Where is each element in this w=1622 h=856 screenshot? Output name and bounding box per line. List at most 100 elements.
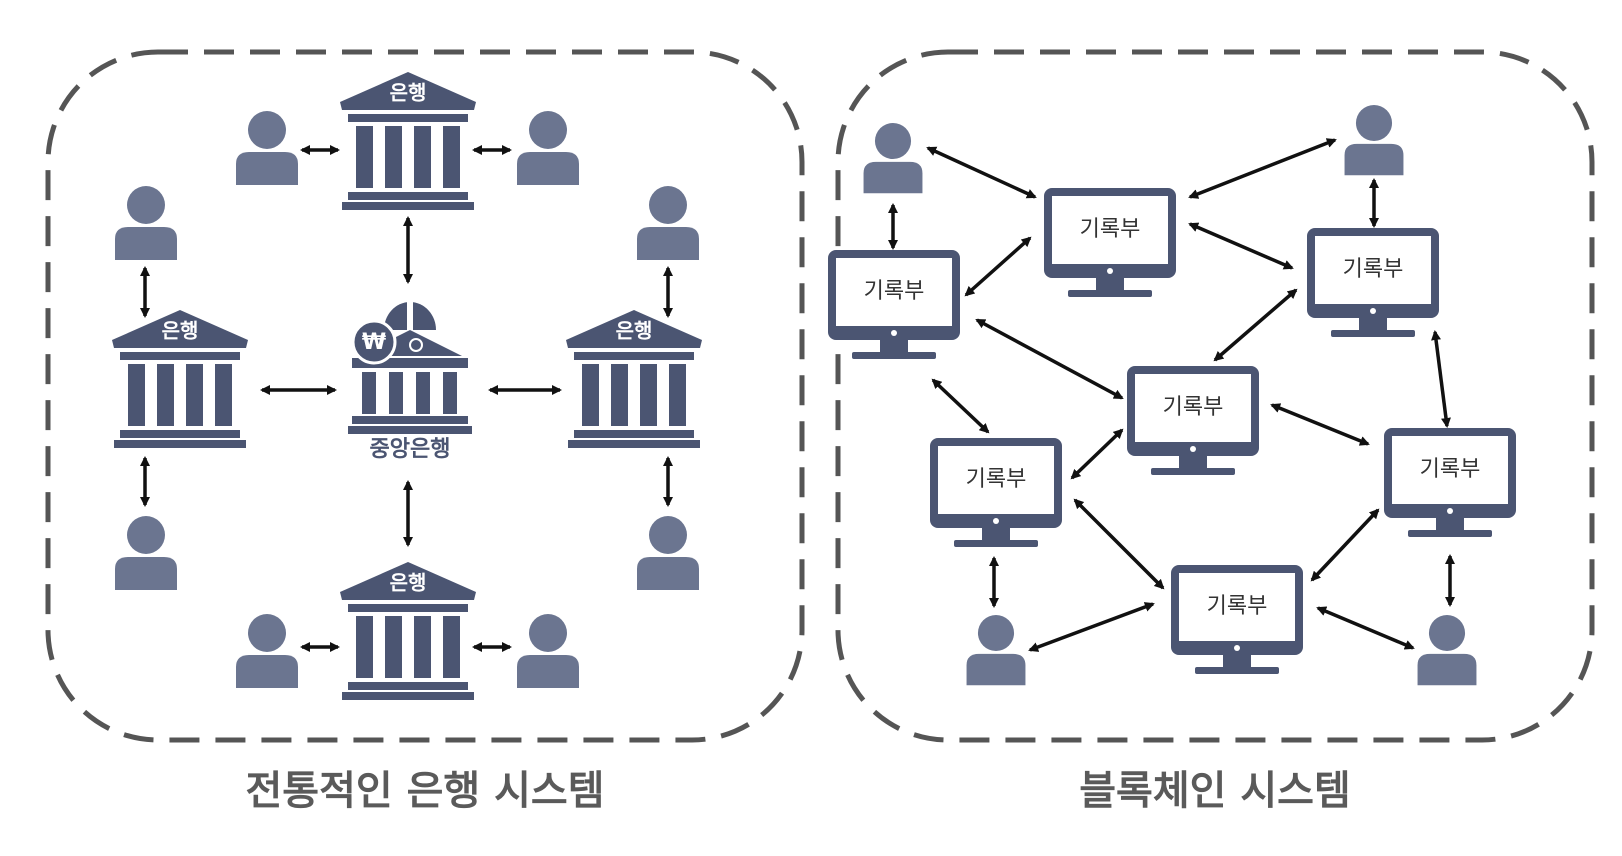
central-bank-beam xyxy=(352,358,468,368)
bank-icon: 은행 xyxy=(566,310,702,448)
person-icon xyxy=(517,111,579,185)
monitor-stand xyxy=(852,352,936,359)
bank-beam xyxy=(348,114,468,122)
connection-arrows xyxy=(140,138,1455,652)
blockchain-panel-border xyxy=(835,49,1595,743)
double-arrow xyxy=(1188,138,1337,199)
power-dot xyxy=(891,330,897,336)
monitor-screen xyxy=(938,446,1054,514)
person-body xyxy=(1417,653,1477,686)
double-arrow xyxy=(975,318,1124,400)
bank-label: 은행 xyxy=(616,319,653,343)
double-arrow xyxy=(1028,602,1155,652)
monitor-icon: 기록부 xyxy=(1307,228,1439,337)
double-arrow xyxy=(926,146,1037,199)
dome-rib xyxy=(407,294,413,330)
central-bank-column xyxy=(389,372,403,414)
bank-column xyxy=(356,616,373,678)
person-head xyxy=(649,186,687,224)
bank-column xyxy=(414,126,431,188)
ledger-label: 기록부 xyxy=(966,467,1027,492)
power-dot xyxy=(1107,268,1113,274)
person-body xyxy=(863,161,923,194)
person-icon xyxy=(115,516,177,590)
person-head xyxy=(529,614,567,652)
bank-icon: 은행 xyxy=(340,72,476,210)
ledger-label: 기록부 xyxy=(1343,257,1404,282)
monitor-screen xyxy=(1135,374,1251,442)
small-coin-icon xyxy=(409,338,423,352)
monitor-neck xyxy=(880,340,908,352)
monitor-neck xyxy=(1179,456,1207,468)
bank-column xyxy=(186,364,203,426)
traditional-panel-border xyxy=(45,49,805,743)
monitor-screen xyxy=(1052,196,1168,264)
monitor-icon: 기록부 xyxy=(1044,188,1176,297)
monitor-icon: 기록부 xyxy=(1171,565,1303,674)
person-head xyxy=(649,516,687,554)
person-icon xyxy=(966,614,1026,686)
person-head xyxy=(248,111,286,149)
monitor-neck xyxy=(1223,655,1251,667)
monitor-icon: 기록부 xyxy=(1127,366,1259,475)
bank-column xyxy=(385,616,402,678)
person-icon xyxy=(637,516,699,590)
person-body xyxy=(115,557,177,590)
ledger-label: 기록부 xyxy=(864,279,925,304)
traditional-caption: 전통적인 은행 시스템 xyxy=(245,768,605,814)
bank-roof xyxy=(340,562,476,600)
bank-column xyxy=(385,126,402,188)
person-body xyxy=(517,655,579,688)
person-icon xyxy=(1344,104,1404,176)
currency-symbol: ₩ xyxy=(362,330,386,355)
bank-label: 은행 xyxy=(162,319,199,343)
ledger-label: 기록부 xyxy=(1163,395,1224,420)
bank-column xyxy=(215,364,232,426)
ledger-label: 기록부 xyxy=(1207,594,1268,619)
bank-beam xyxy=(574,352,694,360)
monitor-neck xyxy=(982,528,1010,540)
double-arrow xyxy=(1073,498,1165,590)
bank-column xyxy=(356,126,373,188)
person-body xyxy=(236,152,298,185)
bank-roof xyxy=(112,310,248,348)
central-bank-column xyxy=(416,372,430,414)
person-icon xyxy=(236,614,298,688)
person-icon xyxy=(236,111,298,185)
person-body xyxy=(236,655,298,688)
ledger-label: 기록부 xyxy=(1420,457,1481,482)
monitor-stand xyxy=(1408,530,1492,537)
bank-column xyxy=(443,126,460,188)
person-head xyxy=(248,614,286,652)
person-head xyxy=(127,186,165,224)
person-head xyxy=(977,614,1015,652)
bank-column xyxy=(157,364,174,426)
bank-column xyxy=(443,616,460,678)
power-dot xyxy=(1234,645,1240,651)
power-dot xyxy=(1190,446,1196,452)
bank-roof xyxy=(566,310,702,348)
monitor-neck xyxy=(1436,518,1464,530)
monitor-neck xyxy=(1359,318,1387,330)
monitor-stand xyxy=(1331,330,1415,337)
bank-column xyxy=(414,616,431,678)
bank-icon: 은행 xyxy=(340,562,476,700)
person-body xyxy=(637,557,699,590)
double-arrow xyxy=(1316,606,1415,650)
power-dot xyxy=(1447,508,1453,514)
monitor-icon: 기록부 xyxy=(930,438,1062,547)
bank-step xyxy=(120,430,240,438)
person-head xyxy=(529,111,567,149)
monitor-screen xyxy=(1392,436,1508,504)
bank-label: 은행 xyxy=(390,81,427,105)
bank-base xyxy=(342,692,474,700)
person-head xyxy=(874,122,912,160)
person-body xyxy=(517,152,579,185)
person-body xyxy=(966,653,1026,686)
person-body xyxy=(1344,143,1404,176)
monitor-stand xyxy=(1151,468,1235,475)
central-bank-base xyxy=(348,426,472,434)
person-icon xyxy=(637,186,699,260)
